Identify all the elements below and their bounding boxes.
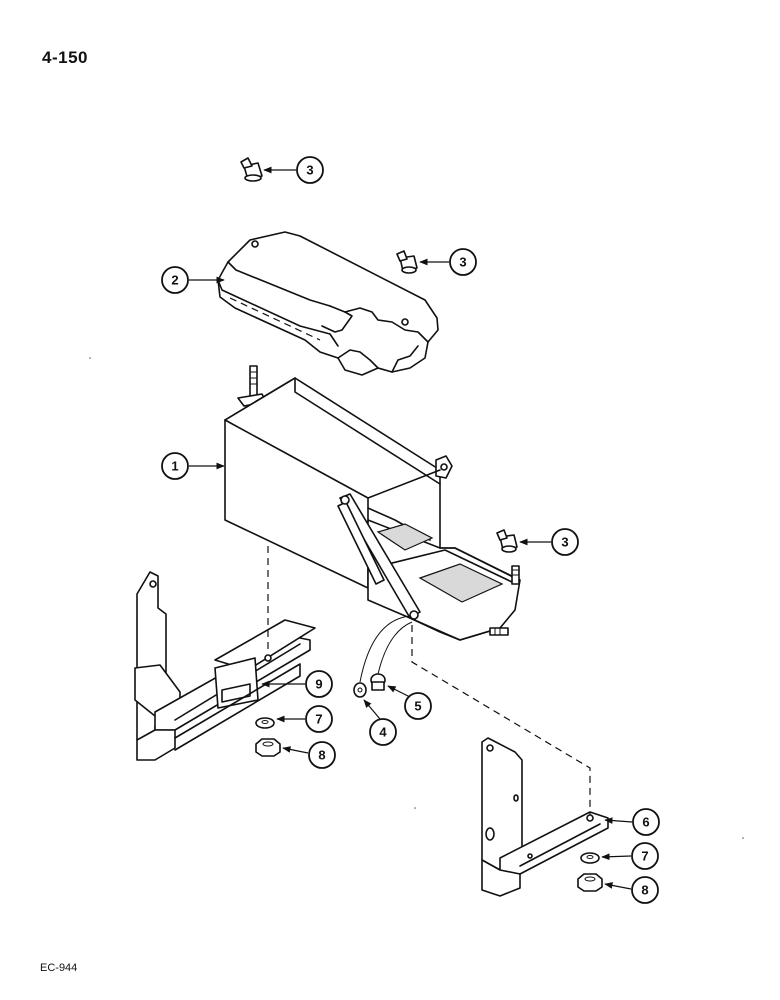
svg-text:3: 3 (561, 535, 568, 550)
callout-1-box: 1 (161, 452, 225, 480)
callout-4-washer: 4 (363, 699, 397, 746)
washer-left (255, 717, 275, 729)
callout-8-nut-right: 8 (604, 876, 659, 904)
svg-text:4: 4 (379, 725, 387, 740)
page-number: 4-150 (42, 48, 88, 67)
pivot-pin (370, 673, 386, 691)
left-mounting-bracket (134, 571, 316, 761)
callout-7-washer-left: 7 (276, 705, 333, 733)
svg-text:7: 7 (641, 849, 648, 864)
callout-6-bracket: 6 (604, 808, 660, 836)
callout-9-clamp: 9 (261, 670, 333, 698)
nut-right (577, 873, 603, 892)
small-washer (353, 682, 367, 698)
svg-text:2: 2 (171, 273, 178, 288)
callout-3-right: 3 (419, 248, 477, 276)
scan-speck (414, 807, 416, 809)
nut-left (255, 738, 281, 757)
svg-text:8: 8 (641, 883, 648, 898)
right-mounting-bracket (481, 737, 609, 897)
scan-speck (742, 837, 744, 839)
washer-right (580, 852, 600, 864)
svg-text:8: 8 (318, 748, 325, 763)
scan-speck (89, 357, 91, 359)
callout-8-nut-left: 8 (282, 741, 336, 769)
callout-3-lower: 3 (519, 528, 579, 556)
svg-text:6: 6 (642, 815, 649, 830)
svg-text:3: 3 (306, 163, 313, 178)
svg-text:5: 5 (414, 699, 421, 714)
svg-text:1: 1 (171, 459, 178, 474)
document-code: EC-944 (40, 962, 78, 974)
hold-down-link (337, 493, 421, 620)
callout-7-washer-right: 7 (601, 842, 659, 870)
alignment-line-right (411, 625, 591, 815)
callout-5-pin: 5 (387, 685, 432, 720)
callout-2-cover: 2 (161, 266, 225, 294)
wing-nut-top (240, 157, 263, 182)
battery-cover (217, 231, 439, 376)
callout-3-top: 3 (263, 156, 324, 184)
svg-text:7: 7 (315, 712, 322, 727)
svg-text:9: 9 (315, 677, 322, 692)
svg-text:3: 3 (459, 255, 466, 270)
wing-nut-lower (496, 529, 518, 553)
wing-nut-right (396, 250, 418, 274)
